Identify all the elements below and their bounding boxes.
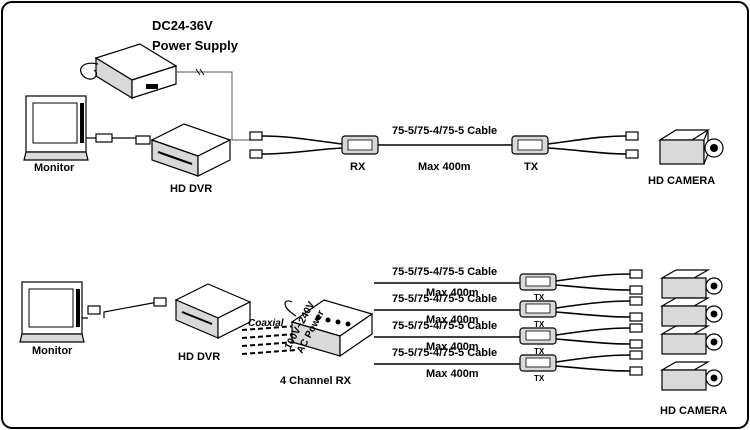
tx-balun-icon — [519, 323, 643, 349]
power-supply-icon — [80, 43, 252, 141]
tx-label: TX — [524, 161, 539, 173]
cable-label: 75-5/75-4/75-5 Cable — [392, 125, 497, 137]
camera-icon — [659, 325, 723, 355]
channel-distance-label: Max 400m — [426, 287, 479, 299]
power-supply-subtitle: Power Supply — [152, 38, 239, 53]
camera-label: HD CAMERA — [648, 175, 715, 187]
monitor-label-bottom: Monitor — [32, 345, 73, 357]
dvr-icon — [174, 283, 252, 339]
channel-distance-label: Max 400m — [426, 368, 479, 380]
dvr-label-bottom: HD DVR — [178, 351, 220, 363]
coaxial-label: Coaxial — [248, 318, 284, 329]
connector-icon — [153, 297, 167, 307]
rx-balun-icon — [249, 131, 379, 159]
rx-label-bottom: 4 Channel RX — [280, 375, 352, 387]
camera-icon — [659, 361, 723, 391]
monitor-label: Monitor — [34, 162, 75, 174]
connector-icon — [95, 133, 113, 143]
channel-cable-label: 75-5/75-4/75-5 Cable — [392, 293, 497, 305]
coaxial-links — [241, 325, 297, 355]
distance-label: Max 400m — [418, 161, 471, 173]
tx-balun-icon — [519, 350, 643, 376]
tx-balun-icon — [519, 296, 643, 322]
rx-label: RX — [350, 161, 366, 173]
dvr-label: HD DVR — [170, 183, 212, 195]
channel-tx-label: TX — [534, 320, 545, 329]
monitor-icon — [19, 281, 85, 343]
power-supply-title: DC24-36V — [152, 18, 213, 33]
camera-icon — [657, 129, 724, 165]
camera-stack — [659, 269, 723, 391]
camera-icon — [659, 269, 723, 299]
channel-cable-label: 75-5/75-4/75-5 Cable — [392, 320, 497, 332]
connector-icon — [87, 305, 101, 315]
camera-label-bottom: HD CAMERA — [660, 405, 727, 417]
channel-distance-label: Max 400m — [426, 341, 479, 353]
channel-cable-label: 75-5/75-4/75-5 Cable — [392, 266, 497, 278]
tx-balun-icon — [519, 269, 643, 295]
monitor-icon — [23, 95, 89, 161]
camera-icon — [659, 297, 723, 327]
four-channel-rx-icon — [284, 299, 374, 358]
channel-cable-label: 75-5/75-4/75-5 Cable — [392, 347, 497, 359]
channel-tx-label: TX — [534, 374, 545, 383]
channel-tx-label: TX — [534, 347, 545, 356]
connector-icon — [135, 135, 151, 145]
tx-balun-icon — [511, 131, 639, 159]
dvr-icon — [150, 123, 232, 177]
channel-tx-label: TX — [534, 293, 545, 302]
channel-distance-label: Max 400m — [426, 314, 479, 326]
